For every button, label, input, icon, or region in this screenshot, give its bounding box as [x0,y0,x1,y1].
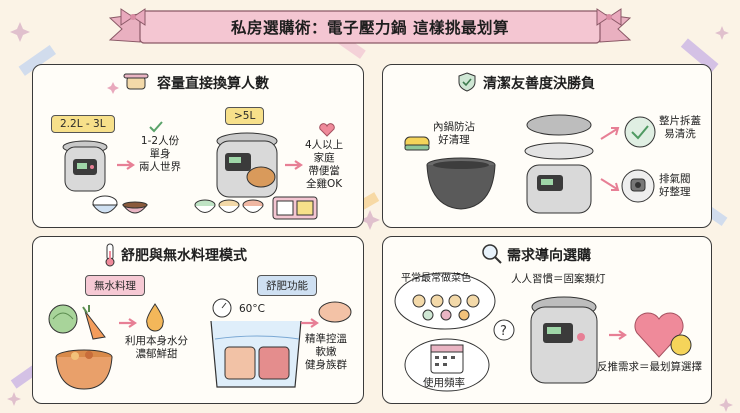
valve-icon [621,169,655,203]
sponge-icon [404,136,430,151]
habit-label: 人人習慣＝固案類灯 [511,273,606,285]
needs-pressure-cooker [530,296,598,384]
panel-cleaning: 清潔友善度決勝負 內鍋防沾 好清理 整片拆蓋 易清洗 排氣閥 好整理 [382,64,712,228]
vegetables-icon [48,304,106,340]
capacity-tag-large: >5L [225,107,265,125]
inner-pot-icon [426,157,496,210]
thermometer-icon [105,243,115,267]
waterless-desc: 利用本身水分 濃郁鮮甜 [125,335,188,361]
svg-text:?: ? [500,324,507,339]
arrow-icon [119,318,137,328]
capacity-tag-small: 2.2L - 3L [51,115,115,133]
stew-pot-icon [55,349,113,390]
capacity-small-desc: 1-2人份 單身 兩人世界 [139,135,181,174]
panel-needs: 需求導向選購 平常最常做菜色 使用頻率 ? 人人習慣＝固案類灯 反推需求＝最划算… [382,236,712,404]
sousvide-desc: 精準控溫 軟嫩 健身族群 [305,333,347,372]
arrow-icon [285,160,303,170]
sousvide-tag: 舒肥功能 [257,275,317,296]
panel-modes: 舒肥與無水料理模式 無水料理 利用本身水分 濃郁鮮甜 舒肥功能 60°C 精準控… [32,236,364,404]
arrow-icon [609,330,627,340]
page-title: 私房選購術：電子壓力鍋 這樣挑最划算 [231,19,509,37]
bow-icon [120,8,146,26]
panel-title: 容量直接換算人數 [157,76,269,92]
dial-icon [212,298,232,318]
arrow-icon [600,127,620,140]
frequency-label: 使用頻率 [423,377,465,389]
waterless-tag: 無水料理 [85,275,145,296]
thought-bubble-dishes [394,272,496,330]
shield-icon [458,72,476,92]
capacity-large-desc: 4人以上 家庭 帶便當 全雞OK [305,139,344,191]
heart-icon [319,123,335,137]
valve-label: 排氣閥 好整理 [659,173,691,199]
inner-pot-label: 內鍋防沾 好清理 [433,121,475,147]
bow-icon [596,8,622,26]
panel-title: 需求導向選購 [507,248,591,264]
arrow-icon [600,178,620,191]
title-banner: 私房選購術：電子壓力鍋 這樣挑最划算 [108,8,632,46]
cleaning-pressure-cooker [524,114,594,214]
arrow-icon [117,160,135,170]
thought-bubble-frequency [404,338,490,392]
panel-capacity: 容量直接換算人數 2.2L - 3L >5L 1-2人份 單身 兩人世界 4人以… [32,64,364,228]
pot-icon [107,73,149,94]
small-pressure-cooker [62,140,108,192]
arrow-icon [301,318,319,328]
ribbon-shape [108,10,632,44]
water-bath-icon [210,320,302,388]
lid-clean-icon [624,116,656,148]
heart-icon [634,312,692,358]
conclusion-label: 反推需求＝最划算選擇 [597,361,702,373]
lid-label: 整片拆蓋 易清洗 [659,115,701,141]
sousvide-temp: 60°C [239,303,265,315]
question-icon: ? [493,319,515,341]
water-drop-icon [146,303,164,332]
panel-title: 清潔友善度決勝負 [483,76,595,92]
magnifier-icon [482,244,502,264]
bento-icon [194,196,318,220]
check-icon [149,121,163,133]
panel-title: 舒肥與無水料理模式 [121,248,247,264]
large-pressure-cooker [216,132,278,198]
dishes-label: 平常最常做菜色 [401,273,471,284]
chicken-breast-icon [318,301,352,323]
rice-bowl-icon [91,195,149,214]
